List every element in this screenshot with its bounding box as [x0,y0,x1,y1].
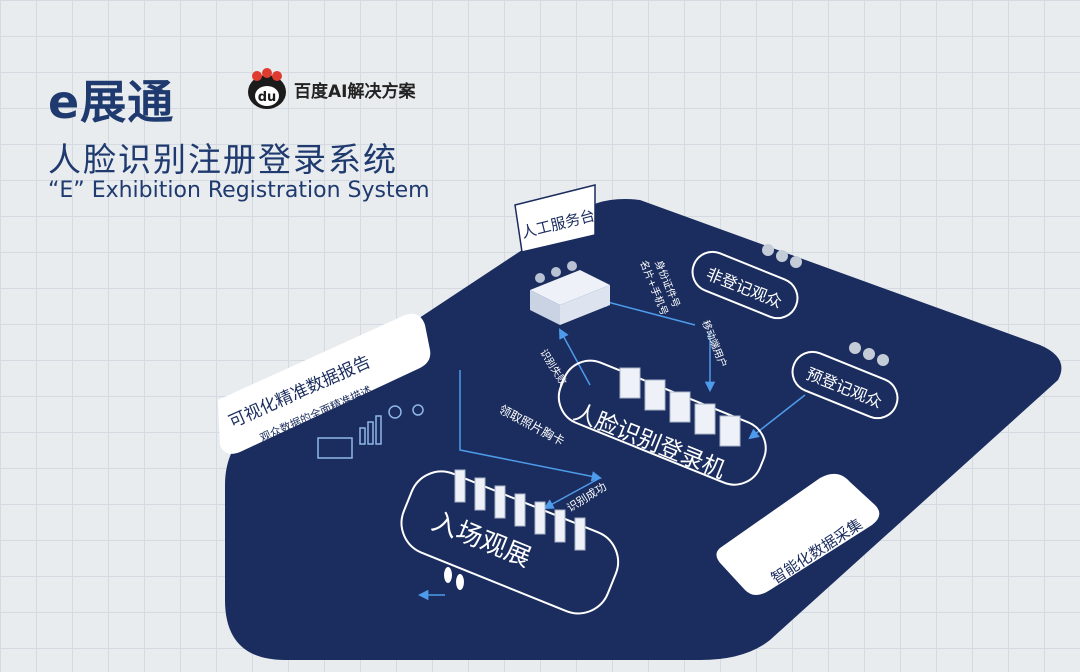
turnstile-icon [514,493,526,527]
arrow-fail-to-desk [558,328,591,386]
report-chart-icons [317,404,424,459]
person-icon [762,244,774,256]
turnstile-icon [474,477,486,511]
service-desk-callout: 人工服务台 [514,184,597,253]
person-icon [877,354,889,366]
arrow-unregistered-to-desk [597,297,696,326]
bar-chart-icon [359,427,366,445]
brand-logo-text: du [258,90,277,105]
person-icon [567,261,577,271]
person-icon [535,273,545,283]
person-icon [551,267,561,277]
kiosk-icon [719,415,741,447]
page-subtitle: 人脸识别注册登录系统 [48,140,398,179]
kiosk-icon [694,403,716,435]
app-title: e展通 [48,75,175,129]
turnstile-icon [534,501,546,535]
flow-arrows [417,297,806,601]
arrow-badge-to-machine [459,370,603,482]
person-icon [849,342,861,354]
turnstile-group [454,469,586,551]
person-icon [790,256,802,268]
footprint-icon [444,567,452,583]
kiosk-icon [619,367,641,399]
kiosk-icon [669,391,691,423]
screen-icon [317,437,353,459]
footprint-icon [456,574,464,590]
person-icon [776,250,788,262]
service-desk [530,261,610,325]
turnstile-icon [454,469,466,503]
isometric-platform [225,199,1062,660]
turnstile-icon [574,517,586,551]
person-icon [863,348,875,360]
kiosk-group [619,367,741,447]
pie-chart-icon [412,404,424,416]
baidu-paw-icon: du [248,68,286,109]
turnstile-icon [494,485,506,519]
turnstile-icon [554,509,566,543]
arrow-success-to-entrance [543,477,601,510]
english-title: “E” Exhibition Registration System [48,178,430,203]
bar-chart-icon [375,415,382,445]
pie-chart-icon [388,405,402,419]
brand-name: 百度AI解决方案 [294,81,416,102]
bar-chart-icon [367,421,374,445]
kiosk-icon [644,379,666,411]
brand-block: du 百度AI解决方案 [244,66,415,112]
